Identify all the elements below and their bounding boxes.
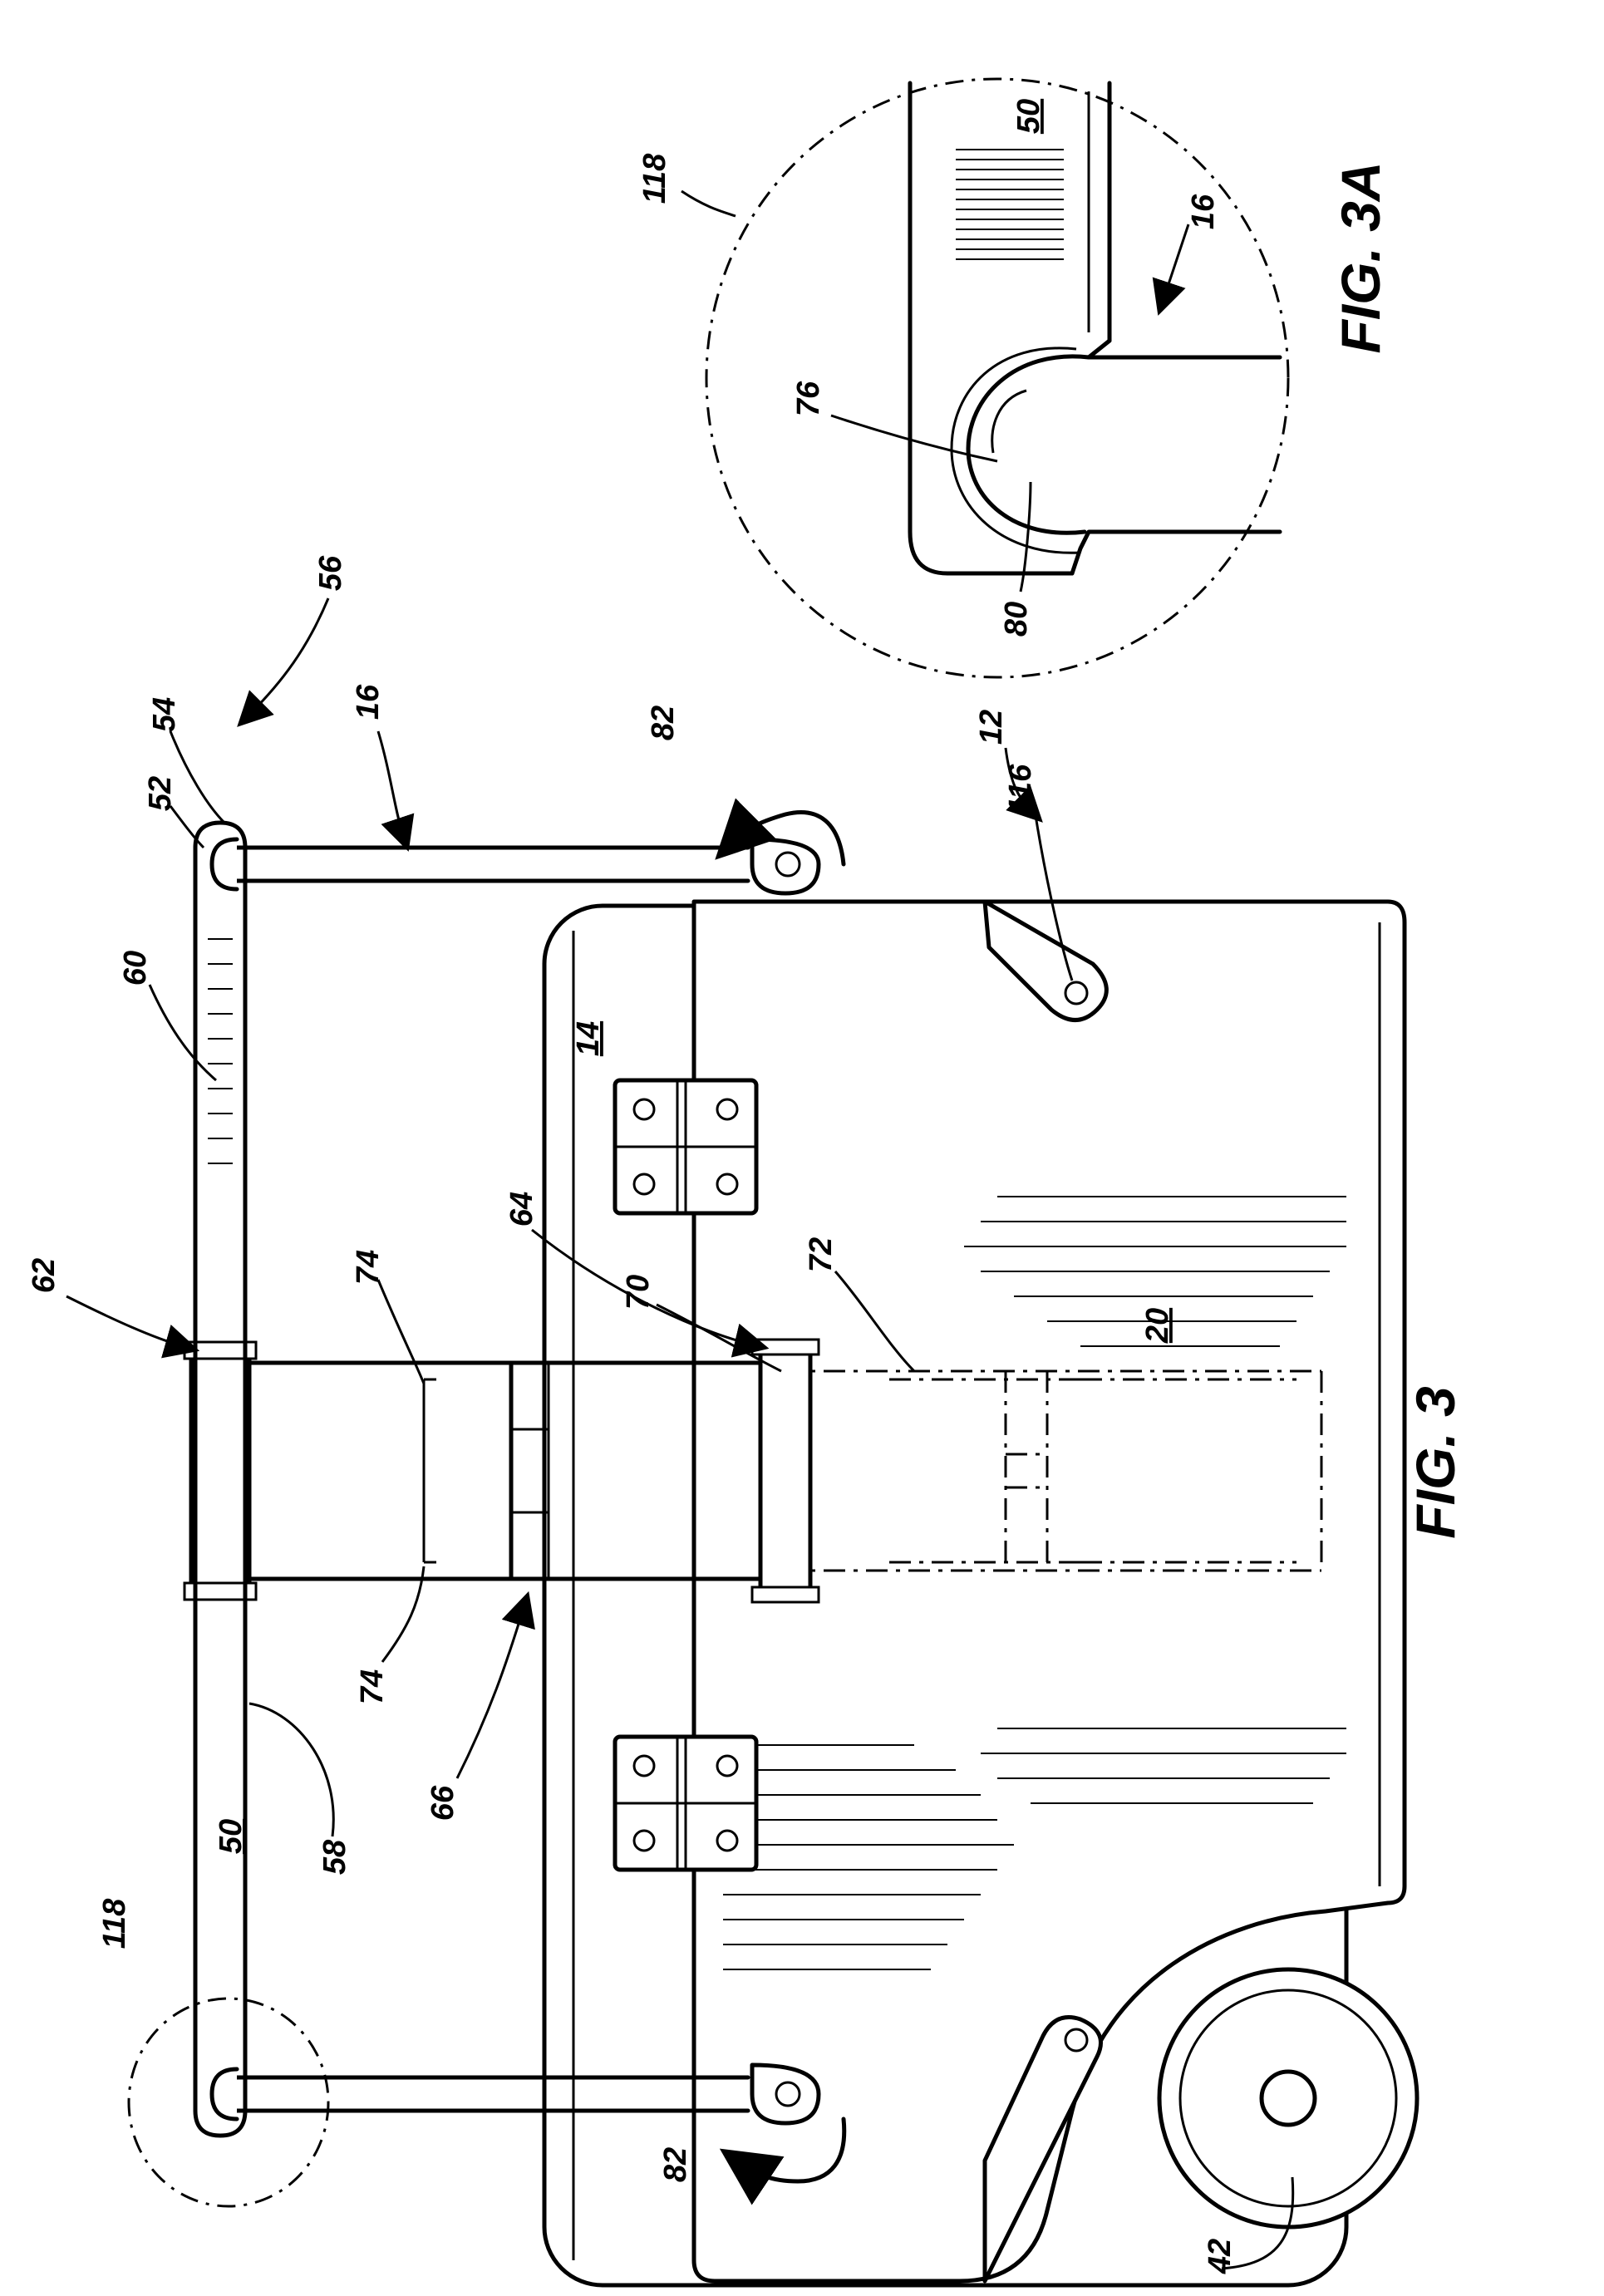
label-50-main: 50 (214, 1819, 248, 1854)
label-56: 56 (313, 555, 348, 591)
label-74-bottom: 74 (355, 1669, 390, 1704)
tube-shading (208, 939, 233, 1163)
label-116: 116 (1003, 764, 1038, 814)
leader-58 (249, 1704, 333, 1836)
fig-3a-detail (681, 79, 1288, 677)
label-60: 60 (118, 951, 153, 986)
label-58: 58 (317, 1839, 352, 1875)
label-20: 20 (1140, 1308, 1175, 1344)
label-54: 54 (147, 697, 182, 732)
arrow-56 (249, 598, 328, 715)
label-82-top: 82 (646, 706, 681, 740)
side-arm-upper (212, 839, 819, 893)
hinge-upper (615, 1080, 756, 1213)
wheel-42 (1159, 1969, 1417, 2227)
label-76: 76 (791, 381, 826, 416)
label-70: 70 (621, 1275, 656, 1310)
label-12: 12 (974, 710, 1009, 745)
leader-54 (170, 731, 224, 823)
leader-118-inset (681, 191, 736, 216)
fig-3-main (66, 598, 1417, 2285)
leader-52 (170, 806, 204, 848)
label-50-inset: 50 (1011, 99, 1046, 134)
slide-64 (752, 1340, 819, 1602)
caption-fig-3: FIG. 3 (1405, 1386, 1466, 1538)
inset-member-50 (910, 83, 1110, 573)
label-42: 42 (1203, 2239, 1237, 2274)
arrow-62 (66, 1296, 183, 1346)
label-82-bottom: 82 (658, 2147, 693, 2182)
arrow-16-main (378, 731, 403, 835)
arrow-66 (457, 1608, 524, 1778)
label-118-inset: 118 (637, 153, 672, 204)
label-16-main: 16 (351, 684, 386, 720)
leader-60 (150, 985, 216, 1080)
label-74-top: 74 (351, 1250, 386, 1285)
label-72: 72 (804, 1237, 839, 1272)
inset-shading (956, 150, 1064, 259)
inset-hook-80 (952, 341, 1280, 573)
caption-fig-3a: FIG. 3A (1330, 161, 1391, 353)
label-66: 66 (426, 1785, 460, 1821)
label-14: 14 (571, 1021, 606, 1056)
arrow-16-inset (1164, 224, 1188, 299)
hinge-lower (615, 1737, 756, 1870)
label-118-main: 118 (97, 1898, 132, 1949)
label-52: 52 (143, 776, 178, 811)
leader-74-top (378, 1280, 424, 1384)
label-80: 80 (999, 602, 1034, 637)
label-16-inset: 16 (1186, 194, 1221, 229)
label-62: 62 (27, 1258, 62, 1293)
label-64: 64 (504, 1192, 539, 1227)
